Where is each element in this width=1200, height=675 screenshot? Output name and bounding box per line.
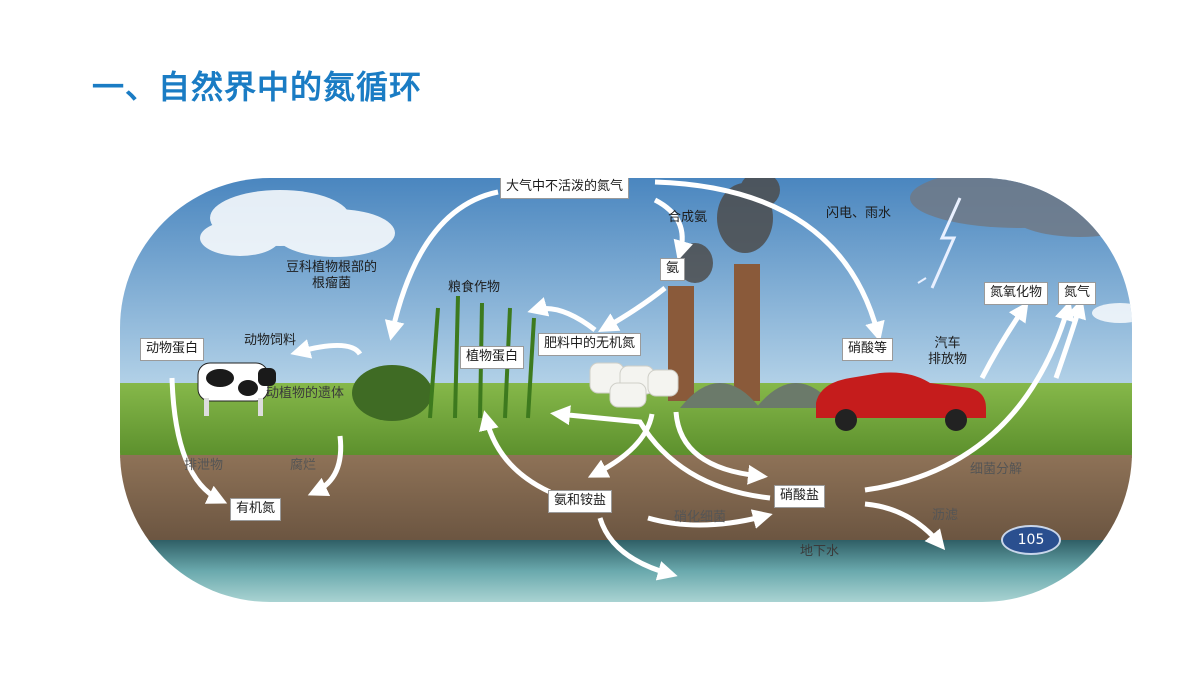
groundwater-layer (120, 540, 1132, 602)
factory-hall-right (756, 383, 836, 408)
label-animal-protein: 动物蛋白 (140, 338, 205, 361)
label-ammonium: 氨和铵盐 (548, 490, 613, 513)
label-legume-line2: 根瘤菌 (312, 276, 352, 292)
cloud-small (1092, 303, 1132, 323)
label-legume-bacteria: 豆科植物根部的 根瘤菌 (286, 260, 377, 293)
label-leaching: 沥滤 (932, 508, 959, 523)
lightning-spark (917, 277, 927, 284)
diagram-scene (120, 178, 1132, 602)
label-atmosphere-n2: 大气中不活泼的氮气 (500, 178, 630, 199)
cow (197, 362, 276, 416)
label-lightning-rain: 闪电、雨水 (826, 206, 892, 221)
label-excrement: 排泄物 (184, 458, 224, 473)
label-groundwater: 地下水 (800, 544, 840, 559)
label-car-exhaust-line2: 排放物 (928, 352, 968, 368)
label-car-exhaust-line1: 汽车 (934, 336, 961, 351)
label-ammonia: 氨 (660, 258, 686, 281)
cycle-arrows (169, 179, 1086, 581)
label-nitrifying-bacteria: 硝化细菌 (674, 510, 727, 525)
red-car (816, 372, 986, 431)
label-nitrogen-oxides: 氮氧化物 (984, 282, 1049, 305)
label-synthetic-ammonia: 合成氨 (668, 210, 708, 225)
page-title: 一、自然界中的氮循环 (92, 68, 423, 106)
nitrogen-cycle-diagram: 大气中不活泼的氮气 合成氨 氨 闪电、雨水 硝酸等 氮氧化物 氮气 汽车 排放物… (120, 178, 1132, 602)
label-legume-line1: 豆科植物根部的 (286, 260, 378, 275)
label-nitrate-etc: 硝酸等 (842, 338, 894, 361)
label-organic-n: 有机氮 (230, 498, 282, 521)
label-grain-crops: 粮食作物 (448, 280, 501, 295)
page-number-badge: 105 (1001, 525, 1061, 555)
soil-layer (120, 455, 1132, 545)
label-plant-protein: 植物蛋白 (460, 346, 525, 369)
factory-hall-left (680, 383, 760, 408)
label-remains: 动植物的遗体 (266, 386, 345, 401)
legume-shrub (352, 365, 432, 421)
fertilizer-bags (589, 362, 679, 408)
label-car-exhaust: 汽车 排放物 (928, 336, 967, 369)
label-fertilizer-n: 肥料中的无机氮 (538, 333, 642, 356)
label-decay: 腐烂 (290, 458, 317, 473)
label-animal-feed: 动物饲料 (244, 333, 297, 348)
label-nitrate-salt: 硝酸盐 (774, 485, 826, 508)
cloud-storm (910, 178, 1132, 237)
cloud-left (200, 190, 395, 257)
label-nitrogen-gas: 氮气 (1058, 282, 1097, 305)
lightning-bolt (930, 197, 962, 289)
label-denitrifying-bacteria: 细菌分解 (970, 462, 1023, 477)
chimney-right (734, 264, 760, 401)
